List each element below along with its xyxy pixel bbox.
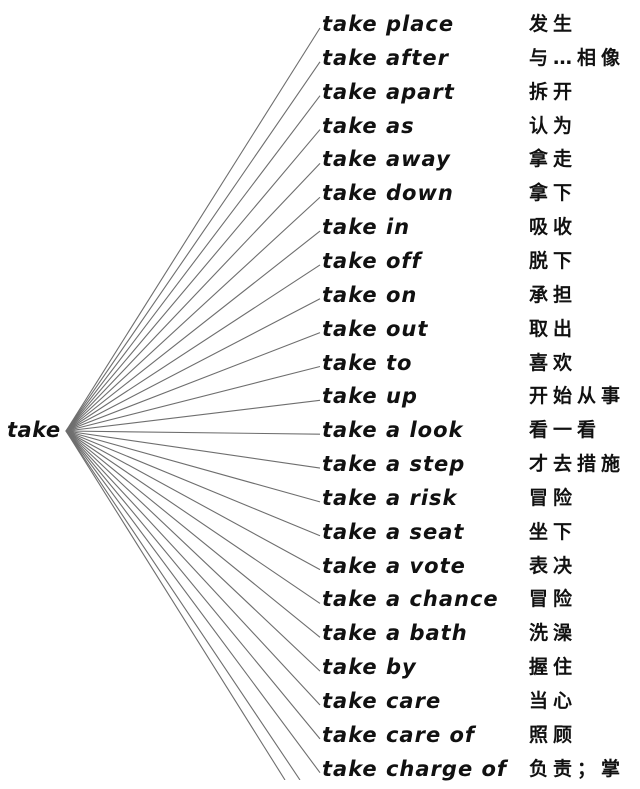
meaning-text: 开始从事 (529, 385, 626, 408)
phrase-row: take on 承担 (322, 281, 640, 315)
phrase-row: take to 喜欢 (322, 349, 640, 383)
phrase-text: take apart (322, 79, 455, 104)
phrase-text: take a vote (322, 553, 466, 578)
phrase-text: take care (322, 689, 442, 713)
connector-line (65, 230, 321, 432)
meaning-text: 洗澡 (529, 622, 578, 645)
meaning-text: 照顾 (529, 723, 578, 746)
connector-line (65, 430, 321, 672)
phrase-text: take a risk (322, 485, 458, 510)
meaning-text: 握住 (529, 656, 578, 679)
connector-line (65, 430, 321, 469)
meaning-text: 认为 (529, 114, 578, 137)
phrase-text: take place (322, 12, 455, 36)
phrase-row: take a vote 表决 (322, 552, 640, 586)
connector-line (65, 163, 321, 432)
phrase-row: take place 发生 (322, 10, 640, 44)
connector-line (65, 430, 321, 706)
meaning-text: 承担 (529, 283, 578, 306)
meaning-text: 拿下 (529, 182, 578, 205)
phrase-text: take on (322, 282, 418, 307)
phrase-row: take away 拿走 (322, 145, 640, 179)
connector-line (65, 196, 321, 432)
root-word: take (7, 418, 61, 442)
phrase-text: take in (322, 215, 411, 240)
meaning-text: 才去措施 (529, 453, 626, 476)
connector-line (65, 430, 321, 503)
meaning-text: 与…相像 (529, 46, 626, 69)
connector-line (65, 399, 321, 432)
connector-line (65, 298, 321, 432)
meaning-text: 当心 (529, 690, 578, 712)
connector-line (65, 430, 321, 537)
phrase-row: take as 认为 (322, 112, 640, 146)
phrase-text: take a bath (322, 621, 468, 646)
connector-line (65, 430, 321, 774)
phrase-text: take a look (322, 418, 464, 443)
meaning-text: 拆开 (529, 80, 578, 103)
connector-line (65, 430, 301, 780)
connector-line (65, 332, 321, 432)
phrase-text: take a chance (322, 587, 499, 612)
meaning-text: 吸收 (529, 216, 578, 239)
phrase-text: take a step (322, 452, 466, 477)
connector-line (65, 430, 321, 740)
phrase-text: take off (322, 248, 422, 273)
phrase-text: take down (322, 181, 454, 206)
phrase-text: take up (322, 384, 418, 409)
phrase-row: take a chance 冒险 (322, 585, 640, 619)
phrase-row: take after 与…相像 (322, 44, 640, 78)
phrase-text: take away (322, 147, 451, 172)
meaning-text: 表决 (529, 554, 578, 577)
phrase-text: take by (322, 655, 417, 680)
connector-line (65, 430, 321, 571)
connector-line (65, 430, 321, 435)
connector-line (65, 95, 321, 432)
phrase-row: take off 脱下 (322, 247, 640, 281)
connector-line (65, 430, 321, 638)
connector-line (65, 264, 321, 432)
phrase-text: take a seat (322, 519, 465, 544)
phrase-row: take down 拿下 (322, 179, 640, 213)
connector-line (65, 27, 321, 432)
meaning-text: 拿走 (529, 148, 578, 171)
phrase-row: take care of 照顾 (322, 721, 640, 755)
phrase-row: take care 当心 (322, 687, 640, 721)
meaning-text: 发生 (529, 13, 578, 35)
meaning-text: 脱下 (529, 249, 578, 272)
phrase-text: take to (322, 350, 413, 375)
meaning-text: 看一看 (529, 419, 602, 442)
phrase-text: take care of (322, 722, 476, 747)
meaning-text: 冒险 (529, 486, 578, 509)
phrase-row: take up 开始从事 (322, 382, 640, 416)
phrase-row: take a risk 冒险 (322, 484, 640, 518)
connector-line (65, 129, 321, 432)
phrase-row: take a step 才去措施 (322, 450, 640, 484)
phrase-text: take charge of (322, 756, 508, 781)
meaning-text: 冒险 (529, 588, 578, 611)
phrase-row: take a look 看一看 (322, 416, 640, 450)
connector-line (65, 365, 321, 432)
meaning-text: 取出 (529, 317, 578, 340)
phrase-text: take out (322, 316, 429, 341)
connector-line (65, 61, 321, 432)
phrase-row: take by 握住 (322, 653, 640, 687)
connector-line (65, 430, 321, 604)
connector-line (65, 430, 286, 780)
phrase-row: take a seat 坐下 (322, 518, 640, 552)
phrase-row: take charge of 负责；掌 (322, 755, 640, 789)
phrase-row: take in 吸收 (322, 213, 640, 247)
meaning-text: 负责；掌 (529, 757, 626, 780)
meaning-text: 坐下 (529, 520, 578, 543)
phrase-row: take a bath 洗澡 (322, 619, 640, 653)
phrase-row: take out 取出 (322, 315, 640, 349)
phrase-text: take after (322, 45, 449, 70)
phrase-row: take apart 拆开 (322, 78, 640, 112)
phrase-text: take as (322, 113, 415, 138)
meaning-text: 喜欢 (529, 351, 578, 374)
